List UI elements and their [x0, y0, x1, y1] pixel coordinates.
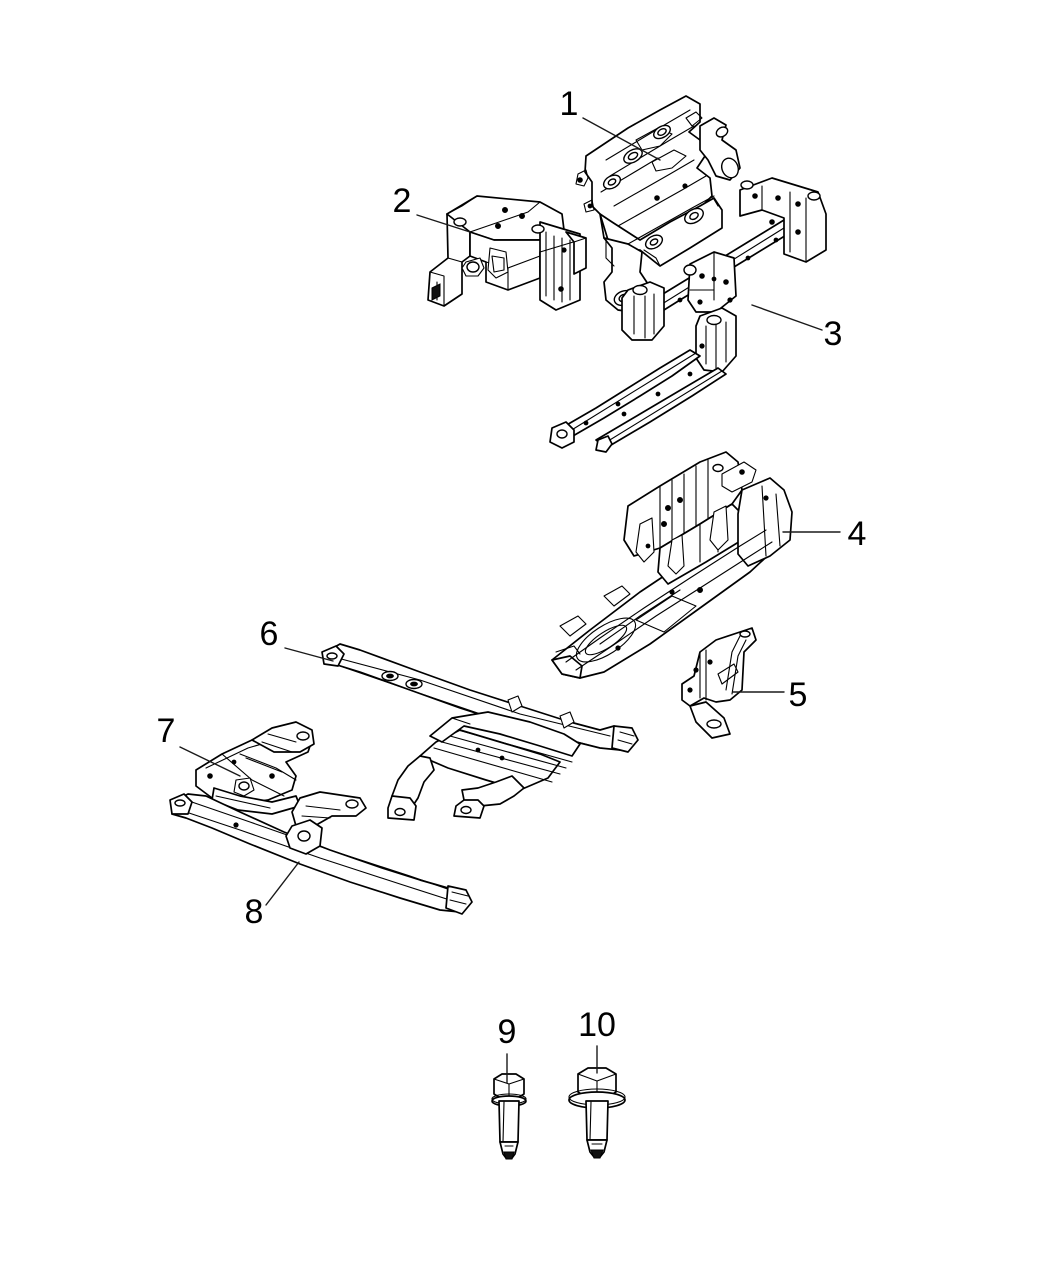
leader-line-3 — [751, 304, 823, 331]
callout-numbers: 1 2 3 4 5 6 7 8 9 10 — [157, 85, 867, 1051]
callout-number-7[interactable]: 7 — [157, 712, 176, 750]
leader-line-2 — [416, 214, 471, 233]
part-1-front-crossmember-assembly[interactable] — [575, 95, 741, 313]
callout-number-10[interactable]: 10 — [578, 1006, 616, 1044]
callout-number-9[interactable]: 9 — [498, 1013, 517, 1051]
callout-number-2[interactable]: 2 — [393, 182, 412, 220]
callout-number-3[interactable]: 3 — [824, 315, 843, 353]
callout-number-5[interactable]: 5 — [789, 676, 808, 714]
leader-line-6 — [284, 647, 334, 662]
part-8-lower-tie-bar[interactable] — [169, 791, 473, 915]
leader-line-1 — [582, 117, 661, 161]
part-10-hex-flange-bolt-large-washer[interactable] — [568, 1067, 626, 1159]
callout-leader-lines — [179, 117, 841, 1084]
callout-number-4[interactable]: 4 — [848, 515, 867, 553]
part-6-rear-crossmember[interactable] — [321, 643, 639, 821]
callout-number-1[interactable]: 1 — [560, 85, 579, 123]
part-5-skid-plate-support-bracket[interactable] — [681, 627, 757, 739]
leader-line-8 — [265, 861, 300, 906]
part-3-frame-rail-crossmember[interactable] — [549, 177, 827, 453]
part-4-transfer-case-skid-plate[interactable] — [551, 451, 793, 679]
part-9-hex-flange-bolt-short[interactable] — [491, 1073, 527, 1160]
leader-line-7 — [179, 746, 241, 777]
part-2-transmission-mount-bracket[interactable] — [427, 195, 587, 311]
part-7-rear-suspension-brace[interactable] — [195, 721, 315, 815]
callout-number-8[interactable]: 8 — [245, 893, 264, 931]
callout-number-6[interactable]: 6 — [260, 615, 279, 653]
